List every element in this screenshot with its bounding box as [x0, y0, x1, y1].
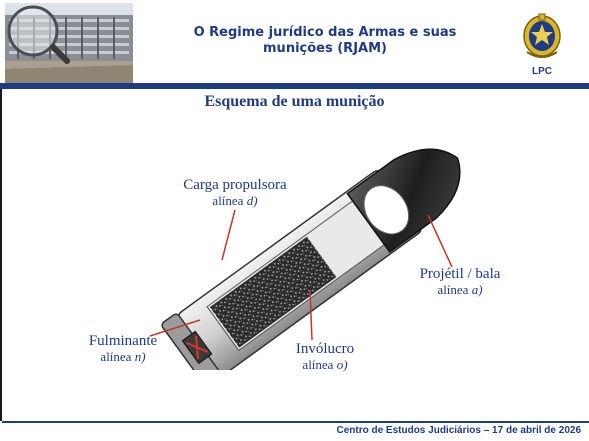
header-title: O Regime jurídico das Armas e suas muniç…: [140, 25, 510, 57]
label-involucro-letter: o): [336, 357, 348, 372]
label-projetil-name: Projétil / bala: [419, 266, 501, 282]
header-title-line1: O Regime jurídico das Armas e suas: [193, 25, 457, 40]
label-projetil-sub: alínea a): [400, 282, 520, 297]
slide-header: O Regime jurídico das Armas e suas muniç…: [0, 0, 589, 83]
slide-heading: Esquema de uma munição: [204, 93, 385, 110]
police-crest-icon: LPC: [523, 13, 561, 77]
label-involucro-name: Invólucro: [295, 341, 355, 357]
label-fulminante: Fulminante alínea n): [68, 333, 178, 365]
footer-text: Centro de Estudos Judiciários – 17 de ab…: [336, 425, 581, 436]
footer-divider: [2, 421, 589, 423]
label-fulminante-sub: alínea n): [68, 349, 178, 364]
label-fulminante-prefix: alínea: [100, 349, 132, 364]
label-projetil: Projétil / bala alínea a): [400, 266, 520, 298]
label-carga-propulsora: Carga propulsora alínea d): [150, 177, 320, 209]
label-involucro-sub: alínea o): [270, 357, 380, 372]
label-projetil-prefix: alínea: [437, 282, 469, 297]
cartridge-diagram: [161, 148, 461, 370]
slide-footer: [0, 421, 589, 441]
crest-label: LPC: [532, 66, 552, 77]
label-fulminante-letter: n): [134, 349, 146, 364]
label-involucro: Invólucro alínea o): [270, 341, 380, 373]
label-projetil-letter: a): [471, 282, 483, 297]
label-fulminante-name: Fulminante: [88, 333, 158, 349]
left-border: [0, 0, 2, 441]
label-carga-letter: d): [246, 193, 258, 208]
label-carga-name: Carga propulsora: [183, 177, 287, 193]
label-involucro-prefix: alínea: [302, 357, 334, 372]
header-divider: [0, 83, 589, 89]
label-carga-prefix: alínea: [212, 193, 244, 208]
header-title-line2: munições (RJAM): [263, 41, 387, 56]
building-photo: [5, 3, 133, 83]
label-carga-sub: alínea d): [150, 193, 320, 208]
